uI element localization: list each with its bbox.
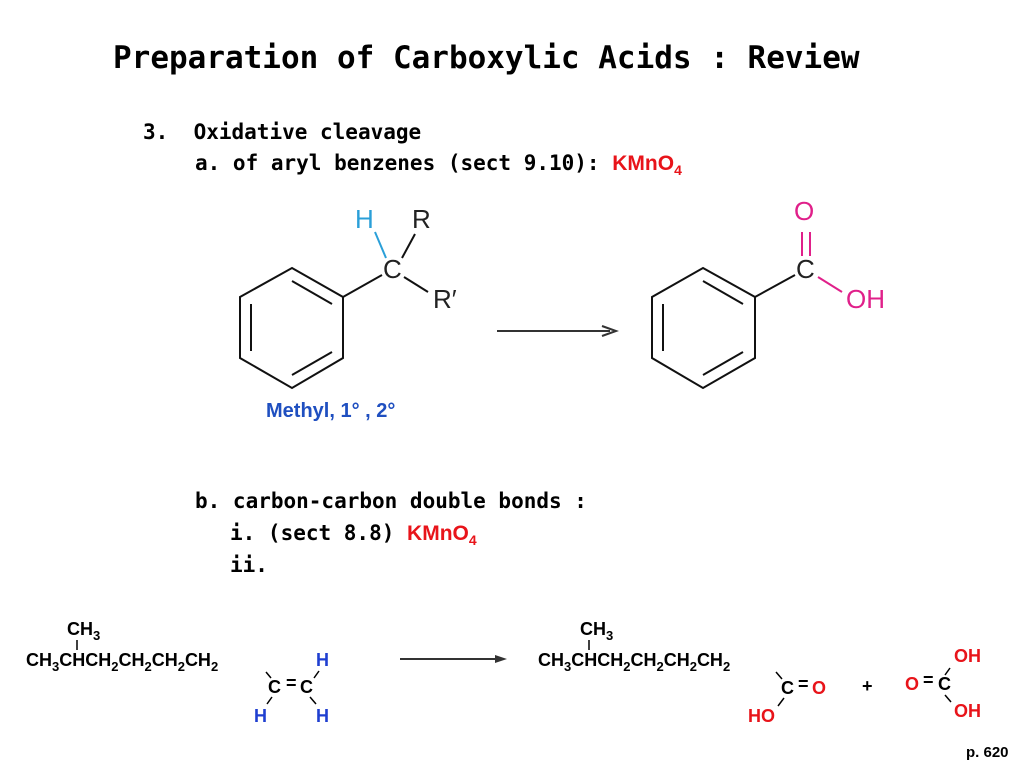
reactant-bonds: [342, 231, 429, 298]
item-3-heading: Oxidative cleavage: [193, 120, 422, 144]
slide-title: Preparation of Carboxylic Acids : Review: [113, 40, 860, 76]
r2-reactant-branch: CH3: [67, 619, 100, 643]
r2-reactant-c1: C: [268, 677, 281, 697]
part-a-reagent: KMnO4: [612, 152, 682, 179]
r2-co2-oh-bottom: OH: [954, 701, 981, 721]
r2-plus-sign: +: [862, 676, 873, 696]
product-benzene-ring: [651, 266, 756, 390]
r2-co2-o: O: [905, 674, 919, 694]
r2-co2-c: C: [938, 674, 951, 694]
reaction-1-arrow: [497, 325, 619, 337]
r2-product-chain: CH3CHCH2CH2CH2CH2: [538, 650, 730, 674]
reaction-1-caption: Methyl, 1° , 2°: [266, 400, 396, 422]
product-c-label: C: [796, 254, 815, 284]
product-bonds: [754, 232, 843, 298]
reaction-2-arrow: [400, 655, 507, 663]
r2-reactant-h-top: H: [316, 650, 329, 670]
r2-reactant-h-right: H: [316, 706, 329, 726]
reactant-h-label: H: [355, 204, 374, 234]
part-b-ii-line: ii.: [230, 553, 268, 577]
r2-reactant-c2: C: [300, 677, 313, 697]
item-3-number: 3.: [143, 120, 169, 144]
r2-product-o: O: [812, 678, 826, 698]
reactant-r-prime-label: R′: [433, 284, 457, 314]
page-number: p. 620: [966, 744, 1009, 761]
reactant-c-label: C: [383, 254, 402, 284]
reactant-r-label: R: [412, 204, 431, 234]
reactant-benzene-ring: [239, 266, 344, 390]
r2-reactant-double-bond: =: [286, 673, 297, 693]
product-oh-label: OH: [846, 284, 885, 314]
r2-product-ho: HO: [748, 706, 775, 726]
r2-product-c: C: [781, 678, 794, 698]
r2-co2-oh-top: OH: [954, 646, 981, 666]
part-b-i-text: i. (sect 8.8): [230, 521, 395, 545]
r2-co2-double-bond: =: [923, 670, 934, 690]
r2-reactant-h-left: H: [254, 706, 267, 726]
r2-product-double-bond: =: [798, 674, 809, 694]
product-o-label: O: [794, 196, 814, 226]
part-b-i-reagent: KMnO4: [407, 522, 477, 549]
item-3-line: 3. Oxidative cleavage: [143, 120, 421, 144]
part-a-line: a. of aryl benzenes (sect 9.10): KMnO4: [195, 151, 682, 178]
r2-product-branch: CH3: [580, 619, 613, 643]
part-a-text: a. of aryl benzenes (sect 9.10):: [195, 151, 600, 175]
r2-reactant-chain: CH3CHCH2CH2CH2CH2: [26, 650, 218, 674]
part-b-i-line: i. (sect 8.8) KMnO4: [230, 521, 477, 548]
part-b-line: b. carbon-carbon double bonds :: [195, 489, 587, 513]
